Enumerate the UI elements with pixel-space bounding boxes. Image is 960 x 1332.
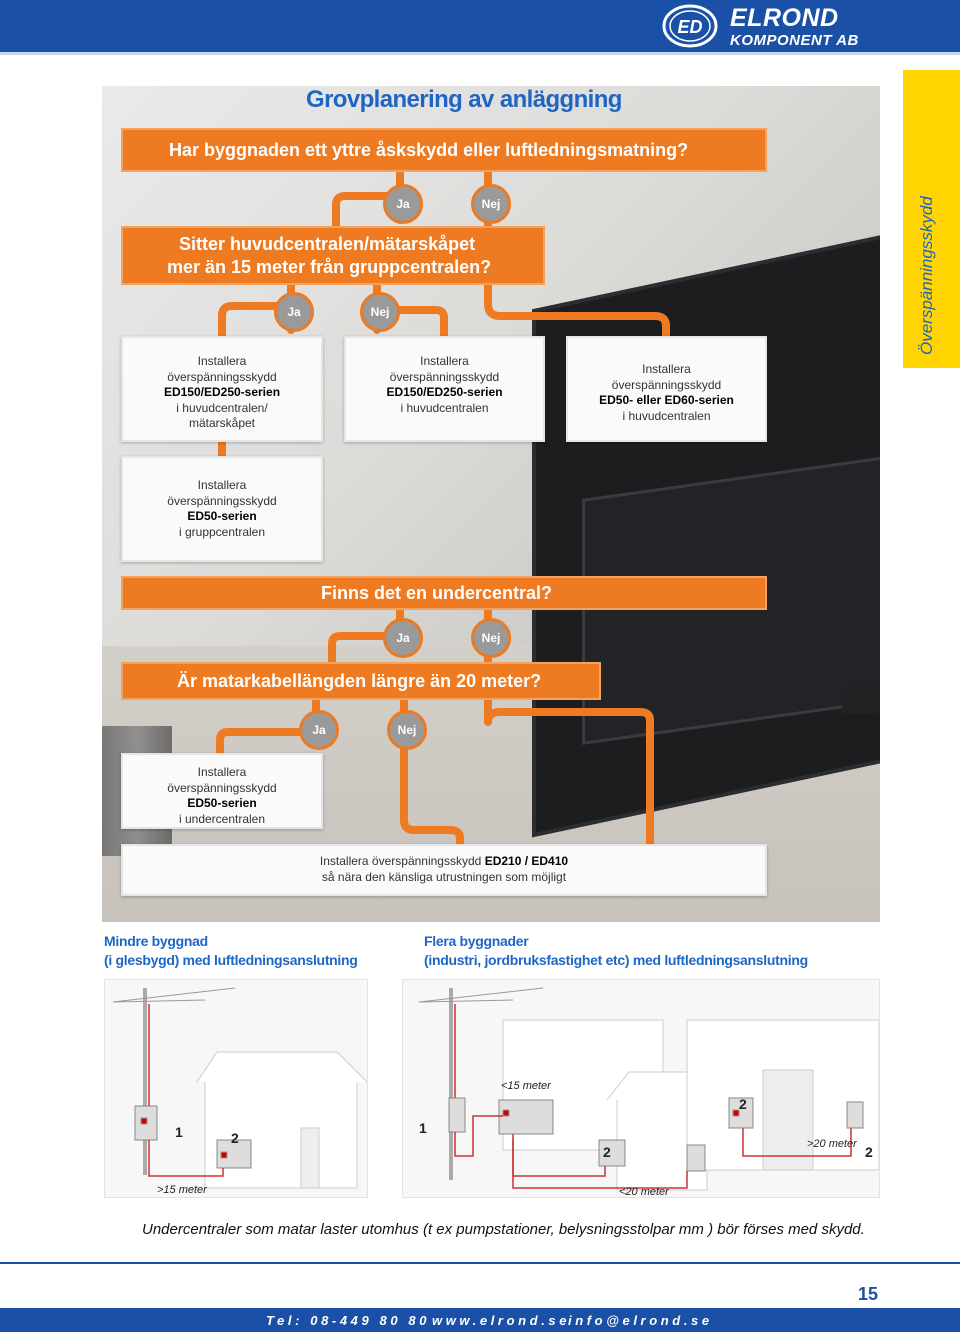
multi-building-drawing [403,980,879,1197]
box-product: ED50- eller ED60-serien [568,393,765,409]
question-3-text: Finns det en undercentral? [321,582,552,605]
marker-2: 2 [603,1144,611,1160]
caption-title: Flera byggnader [424,932,808,951]
box-line: överspänningsskydd [167,370,276,384]
box-line: överspänningsskydd [390,370,499,384]
question-lightning-protection: Har byggnaden ett yttre åskskydd eller l… [121,128,767,172]
box-line: så nära den känsliga utrustningen som mö… [322,870,566,884]
box-line: i huvudcentralen [400,401,488,415]
footer-bar: Tel: 08-449 80 80 www.elrond.se info@elr… [0,1308,960,1332]
box-line: överspänningsskydd [612,378,721,392]
answer-yes-badge: Ja [383,618,423,658]
box-line: Installera [198,478,247,492]
box-line: i huvudcentralen/ [176,401,267,415]
answer-no-badge: Nej [471,618,511,658]
box-product: ED150/ED250-serien [346,385,543,401]
box-line: Installera [420,354,469,368]
box-line: Installera [198,765,247,779]
caption-detail: (i glesbygd) med luftledningsanslutning [104,951,358,970]
marker-2: 2 [865,1144,873,1160]
box-line: Installera [642,362,691,376]
answer-yes-badge: Ja [299,710,339,750]
box-line: Installera [198,354,247,368]
distance-label: >15 meter [157,1184,207,1196]
question-sub-central: Finns det en undercentral? [121,576,767,610]
caption-title: Mindre byggnad [104,932,358,951]
result-box-group: Installera överspänningsskydd ED50-serie… [121,456,323,562]
footnote-text: Undercentraler som matar laster utomhus … [142,1221,865,1238]
box-line: överspänningsskydd [167,781,276,795]
caption-detail: (industri, jordbruksfastighet etc) med l… [424,951,808,970]
distance-label: >20 meter [807,1138,857,1150]
box-line: Installera överspänningsskydd [320,854,481,868]
box-line: i huvudcentralen [622,409,710,423]
footer-email[interactable]: info@elrond.se [568,1313,713,1328]
result-box-main: Installera överspänningsskydd ED150/ED25… [344,336,545,442]
box-product: ED210 / ED410 [485,854,568,868]
result-box-main-small: Installera överspänningsskydd ED50- elle… [566,336,767,442]
box-line: i gruppcentralen [179,525,265,539]
answer-yes-badge: Ja [274,292,314,332]
answer-no-badge: Nej [360,292,400,332]
question-1-text: Har byggnaden ett yttre åskskydd eller l… [169,139,688,162]
small-building-drawing [105,980,367,1197]
answer-no-badge: Nej [387,710,427,750]
box-product: ED50-serien [123,796,321,812]
footer-phone: Tel: 08-449 80 80 [266,1313,430,1328]
question-2-line1: Sitter huvudcentralen/mätarskåpet [179,233,475,256]
result-box-sub-central: Installera överspänningsskydd ED50-serie… [121,753,323,829]
question-2-line2: mer än 15 meter från gruppcentralen? [167,256,491,279]
marker-1: 1 [419,1120,427,1136]
box-line: mätarskåpet [189,416,255,430]
distance-label: <20 meter [619,1186,669,1198]
box-line: överspänningsskydd [167,494,276,508]
question-distance-15m: Sitter huvudcentralen/mätarskåpet mer än… [121,226,545,285]
caption-multiple-buildings: Flera byggnader (industri, jordbruksfast… [424,932,808,970]
result-box-equipment: Installera överspänningsskydd ED210 / ED… [121,844,767,896]
marker-1: 1 [175,1124,183,1140]
box-product: ED150/ED250-serien [123,385,321,401]
caption-small-building: Mindre byggnad (i glesbygd) med luftledn… [104,932,358,970]
illustration-small-building: 1 2 >15 meter [104,979,368,1198]
question-feeder-length: Är matarkabellängden längre än 20 meter? [121,662,601,700]
result-box-main-meter: Installera överspänningsskydd ED150/ED25… [121,336,323,442]
distance-label: <15 meter [501,1080,551,1092]
box-product: ED50-serien [123,509,321,525]
marker-2: 2 [739,1096,747,1112]
marker-2: 2 [231,1130,239,1146]
illustration-multiple-buildings: 1 2 2 2 <15 meter >20 meter <20 meter [402,979,880,1198]
answer-no-badge: Nej [471,184,511,224]
page-number: 15 [858,1284,878,1305]
question-4-text: Är matarkabellängden längre än 20 meter? [177,670,541,693]
box-line: i undercentralen [179,812,265,826]
footer-divider [0,1262,960,1264]
footer-website[interactable]: www.elrond.se [432,1313,570,1328]
answer-yes-badge: Ja [383,184,423,224]
